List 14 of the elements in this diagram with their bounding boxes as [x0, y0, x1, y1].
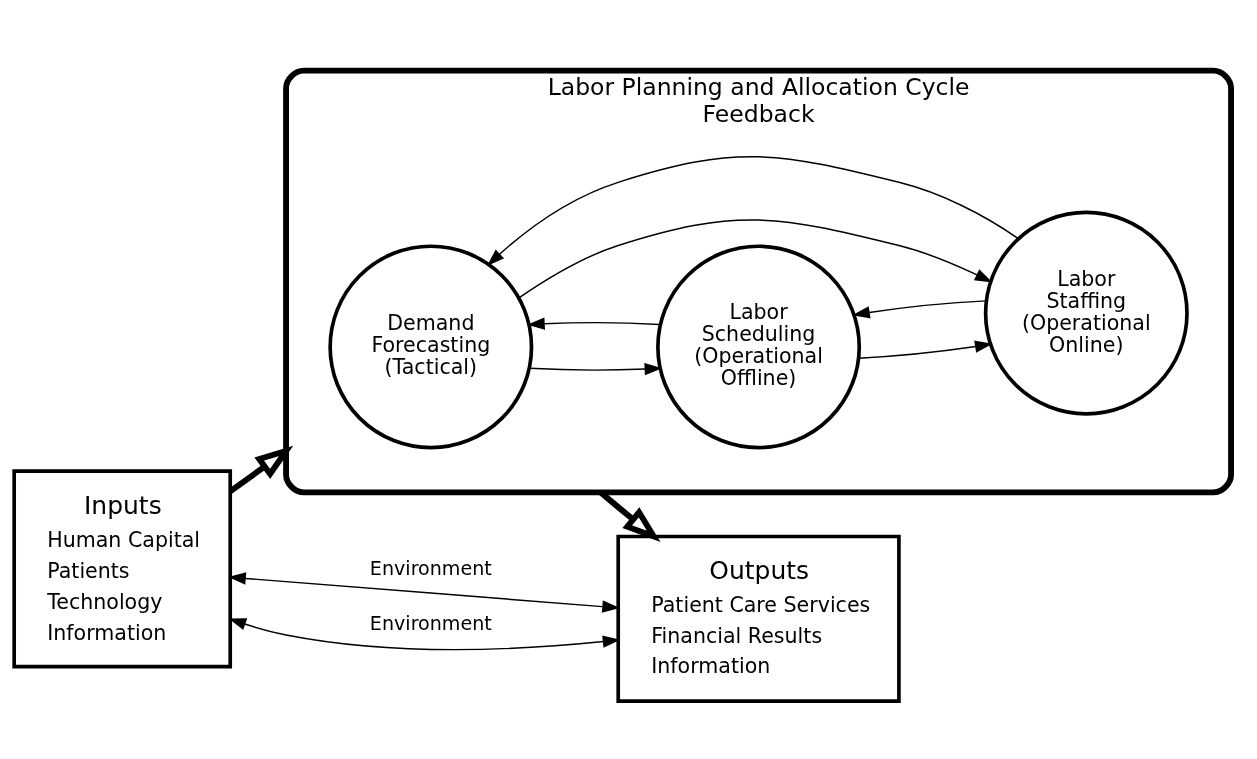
edge-label: Environment	[369, 556, 492, 580]
arrow	[852, 299, 987, 319]
arrow	[228, 571, 620, 613]
edge-label: Environment	[369, 611, 492, 635]
arrow	[858, 339, 993, 359]
node-circle: Demand Forecasting (Tactical)	[328, 243, 534, 449]
node-circle: Labor Staffing (Operational Online)	[983, 210, 1189, 416]
node-box: Outputs Patient Care Services Financial Results Information	[616, 534, 901, 703]
arrow	[527, 317, 661, 330]
arrow	[487, 155, 1020, 266]
node-box: Inputs Human Capital Patients Technology Information	[12, 468, 233, 668]
arrow	[228, 617, 621, 650]
node-circle: Labor Scheduling (Operational Offline)	[656, 243, 862, 449]
arrow	[518, 218, 993, 298]
